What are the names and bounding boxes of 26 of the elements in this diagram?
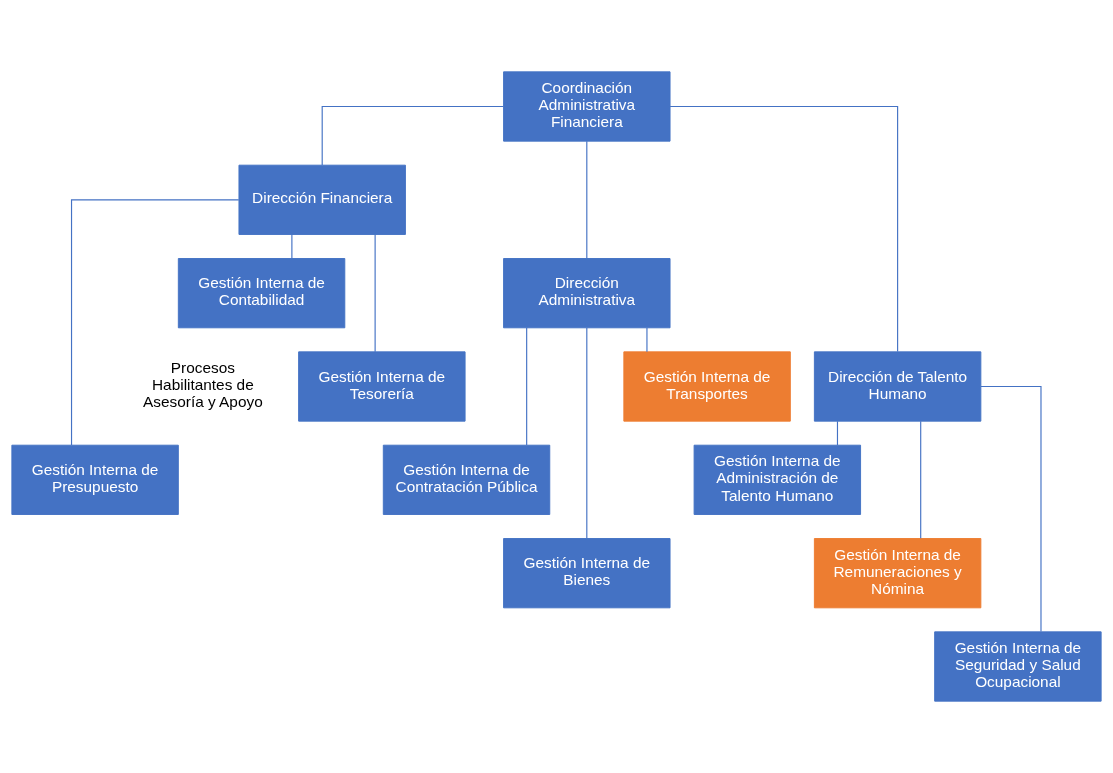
connector bbox=[374, 233, 376, 353]
node-box: Gestión Interna de Remuneraciones y Nómina bbox=[813, 538, 982, 609]
connector bbox=[980, 385, 1042, 633]
node-box: Gestión Interna de Presupuesto bbox=[11, 444, 179, 515]
connector bbox=[70, 199, 240, 446]
node-box: Dirección de Talento Humano bbox=[813, 351, 982, 422]
connector bbox=[646, 327, 648, 353]
node-box: Gestión Interna de Bienes bbox=[503, 538, 671, 609]
node-box: Coordinación Administrativa Financiera bbox=[503, 71, 671, 142]
node-box: Gestión Interna de Contabilidad bbox=[177, 258, 346, 329]
connector bbox=[669, 105, 899, 353]
node-box: Gestión Interna de Transportes bbox=[623, 351, 791, 422]
connector bbox=[291, 234, 293, 259]
node-box: Gestión Interna de Tesorería bbox=[298, 351, 466, 422]
node-box: Dirección Administrativa bbox=[503, 258, 671, 329]
label: Procesos Habilitantes de Asesoría y Apoyo bbox=[143, 358, 263, 411]
node-box: Gestión Interna de Seguridad y Salud Ocupacional bbox=[934, 631, 1102, 702]
connector bbox=[836, 420, 839, 446]
node-box: Gestión Interna de Contratación Pública bbox=[382, 444, 551, 515]
connector bbox=[586, 140, 588, 259]
connector bbox=[321, 105, 505, 166]
connector bbox=[586, 327, 588, 539]
node-box: Dirección Financiera bbox=[238, 164, 406, 235]
connector bbox=[526, 327, 528, 446]
connector bbox=[920, 420, 922, 539]
node-box: Gestión Interna de Administración de Talento Humano bbox=[693, 444, 862, 515]
